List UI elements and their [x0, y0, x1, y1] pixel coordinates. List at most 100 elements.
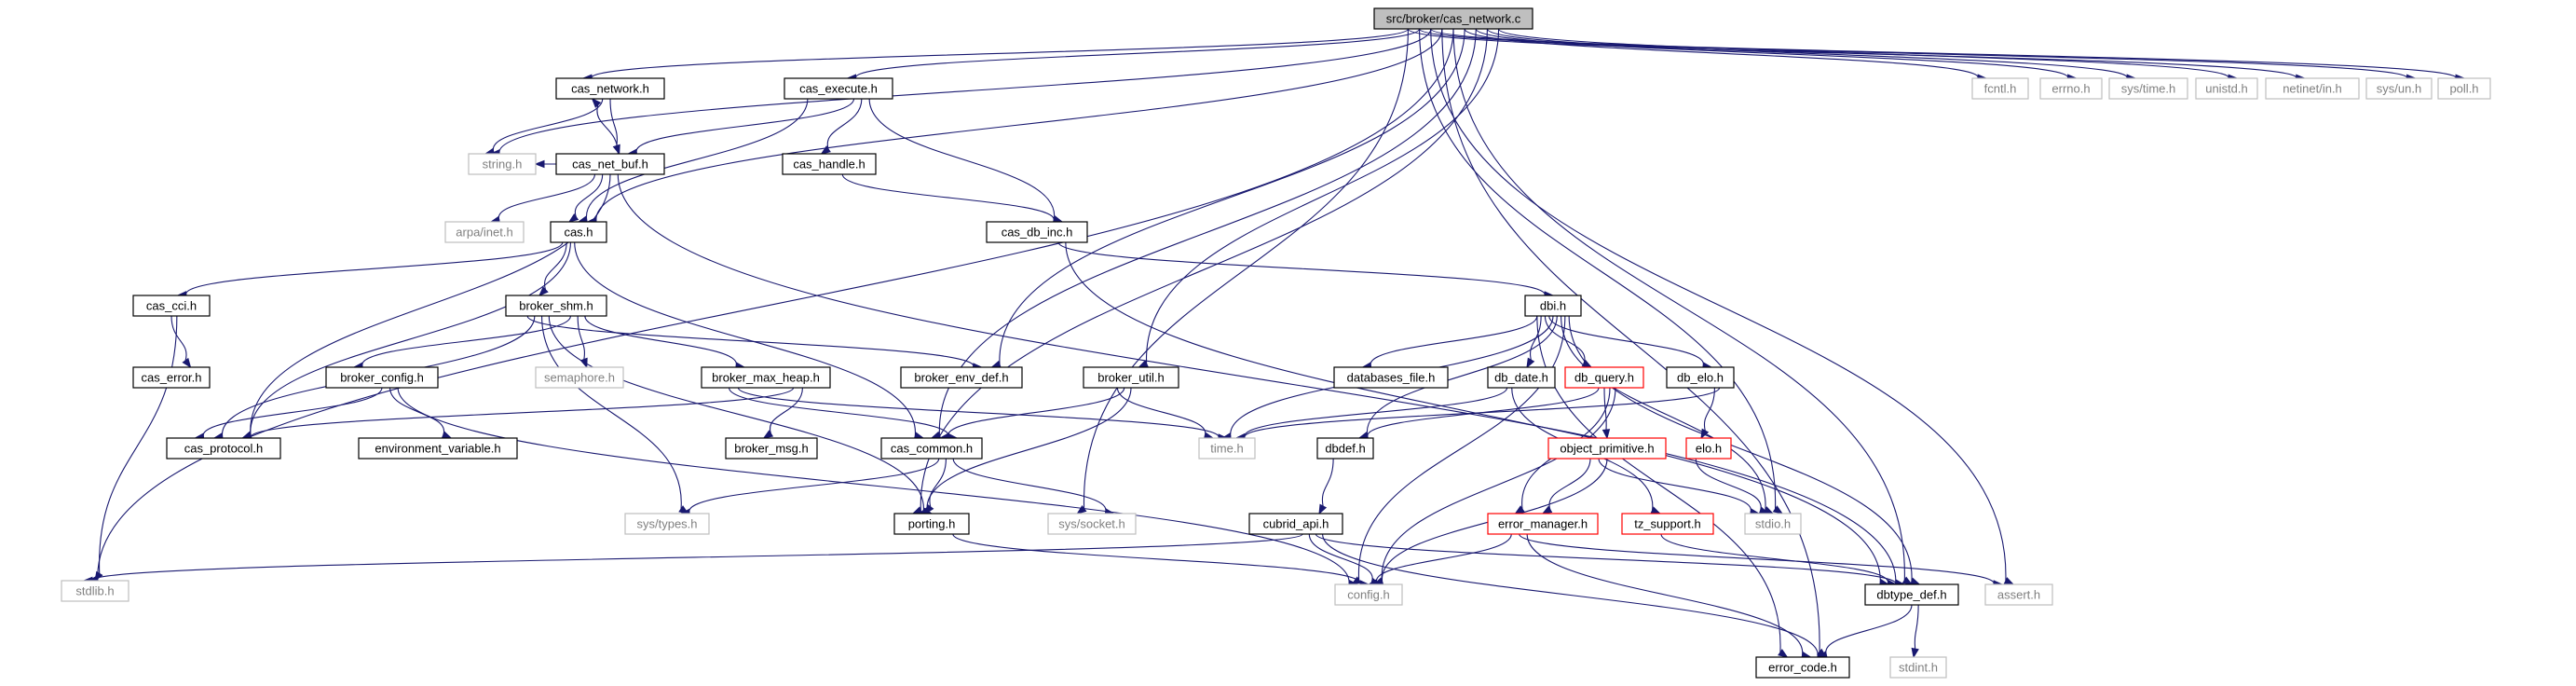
edge-cas_execute_h-to-cas_handle_h	[820, 98, 863, 155]
node-object-primitive-h[interactable]: object_primitive.h	[1547, 437, 1667, 460]
node-cas-execute-h[interactable]: cas_execute.h	[784, 77, 893, 100]
arrowhead	[1514, 505, 1525, 514]
node-label: poll.h	[2449, 81, 2478, 95]
node-broker-config-h[interactable]: broker_config.h	[325, 366, 439, 389]
node-box	[1487, 366, 1556, 389]
arrowhead	[1911, 647, 1919, 659]
arrowhead	[1318, 503, 1328, 515]
edge-broker_shm_h-to-broker_env_def_h	[526, 315, 984, 371]
node-label: cubrid_api.h	[1263, 516, 1329, 530]
node-broker-util-h[interactable]: broker_util.h	[1083, 366, 1179, 389]
arrowhead	[1700, 428, 1710, 440]
node-environment-variable-h[interactable]: environment_variable.h	[358, 437, 518, 460]
node-label: dbi.h	[1540, 298, 1566, 312]
node-label: cas_error.h	[141, 370, 201, 384]
node-dbdef-h[interactable]: dbdef.h	[1316, 437, 1374, 460]
edge-cas_net_buf_h-to-cas_network_h	[591, 97, 619, 155]
node-cas-network-c[interactable]: src/broker/cas_network.c	[1373, 7, 1533, 30]
node-cas-cci-h[interactable]: cas_cci.h	[132, 295, 211, 317]
node-broker-shm-h[interactable]: broker_shm.h	[505, 295, 607, 317]
node-box	[325, 366, 439, 389]
node-broker-msg-h[interactable]: broker_msg.h	[725, 437, 818, 460]
edge-broker_util_h-to-time_h	[1116, 387, 1215, 440]
node-cas-handle-h[interactable]: cas_handle.h	[782, 153, 877, 175]
edge-cas_h-to-cas_cci_h	[176, 241, 564, 299]
node-box	[725, 437, 818, 460]
edge-cas_network_c-to-stdlib_h	[88, 28, 1454, 583]
node-dbtype-def-h[interactable]: dbtype_def.h	[1864, 583, 1959, 606]
node-cas-protocol-h[interactable]: cas_protocol.h	[166, 437, 281, 460]
edge-dbi_h-to-databases_file_h	[1361, 315, 1538, 370]
node-box	[358, 437, 518, 460]
node-db-date-h[interactable]: db_date.h	[1487, 366, 1556, 389]
node-label: broker_max_heap.h	[712, 370, 820, 384]
node-cas-error-h[interactable]: cas_error.h	[132, 366, 211, 389]
node-label: netinet/in.h	[2283, 81, 2342, 95]
edge-object_primitive_h-to-error_manager_h	[1541, 458, 1591, 514]
node-label: cas_common.h	[891, 441, 973, 455]
node-box	[444, 221, 525, 243]
node-box	[2195, 77, 2258, 100]
edge-cubrid_api_h-to-stdlib_h	[82, 533, 1303, 585]
node-assert-h: assert.h	[1984, 583, 2053, 606]
node-label: broker_shm.h	[519, 298, 593, 312]
edge-cas_network_c-to-error_code_h	[1441, 28, 1828, 658]
node-tz-support-h[interactable]: tz_support.h	[1621, 513, 1714, 535]
node-error-code-h[interactable]: error_code.h	[1755, 656, 1850, 679]
edge-cas_h-to-cas_common_h	[574, 241, 925, 440]
node-cas-common-h[interactable]: cas_common.h	[880, 437, 983, 460]
node-label: unistd.h	[2205, 81, 2248, 95]
node-cas-h[interactable]: cas.h	[550, 221, 607, 243]
node-box	[1984, 583, 2053, 606]
node-label: cas_network.h	[571, 81, 649, 95]
node-label: sys/types.h	[636, 516, 697, 530]
edge-cas_common_h-to-porting_h	[924, 458, 947, 515]
node-cas-network-h[interactable]: cas_network.h	[555, 77, 665, 100]
node-db-query-h[interactable]: db_query.h	[1564, 366, 1644, 389]
node-box	[1198, 437, 1256, 460]
edge-broker_shm_h-to-porting_h	[548, 315, 934, 515]
node-error-manager-h[interactable]: error_manager.h	[1487, 513, 1599, 535]
node-label: object_primitive.h	[1560, 441, 1654, 455]
node-sys-time-h: sys/time.h	[2108, 77, 2188, 100]
node-box	[166, 437, 281, 460]
node-label: semaphore.h	[544, 370, 615, 384]
node-broker-max-heap-h[interactable]: broker_max_heap.h	[701, 366, 831, 389]
node-label: error_manager.h	[1498, 516, 1588, 530]
node-label: databases_file.h	[1347, 370, 1436, 384]
node-box	[1333, 366, 1449, 389]
node-label: error_code.h	[1768, 660, 1837, 674]
edge-broker_max_heap_h-to-cas_protocol_h	[240, 387, 795, 442]
node-box	[880, 437, 983, 460]
node-box	[535, 366, 624, 389]
node-databases-file-h[interactable]: databases_file.h	[1333, 366, 1449, 389]
node-time-h: time.h	[1198, 437, 1256, 460]
node-cas-db-inc-h[interactable]: cas_db_inc.h	[986, 221, 1088, 243]
node-label: db_elo.h	[1677, 370, 1724, 384]
edge-cas_cci_h-to-stdlib_h	[94, 315, 178, 583]
edge-cas_execute_h-to-cas_db_inc_h	[868, 98, 1064, 224]
node-label: environment_variable.h	[375, 441, 500, 455]
node-label: cas_db_inc.h	[1002, 225, 1073, 239]
edge-db_elo_h-to-elo_h	[1700, 387, 1715, 440]
node-box	[1047, 513, 1137, 535]
node-cubrid-api-h[interactable]: cubrid_api.h	[1248, 513, 1343, 535]
node-box	[893, 513, 970, 535]
node-db-elo-h[interactable]: db_elo.h	[1666, 366, 1735, 389]
node-dbi-h[interactable]: dbi.h	[1524, 295, 1582, 317]
node-label: cas_execute.h	[799, 81, 878, 95]
node-poll-h: poll.h	[2437, 77, 2491, 100]
arrowhead	[94, 570, 103, 583]
node-broker-env-def-h[interactable]: broker_env_def.h	[900, 366, 1023, 389]
node-stdio-h: stdio.h	[1744, 513, 1802, 535]
edge-broker_shm_h-to-broker_config_h	[352, 315, 571, 371]
node-box	[555, 153, 665, 175]
arrowhead	[567, 213, 579, 223]
node-elo-h[interactable]: elo.h	[1685, 437, 1732, 460]
node-box	[2437, 77, 2491, 100]
edge-cas_network_c-to-dbtype_def_h	[1452, 28, 1914, 585]
node-porting-h[interactable]: porting.h	[893, 513, 970, 535]
node-cas-net-buf-h[interactable]: cas_net_buf.h	[555, 153, 665, 175]
node-box	[505, 295, 607, 317]
